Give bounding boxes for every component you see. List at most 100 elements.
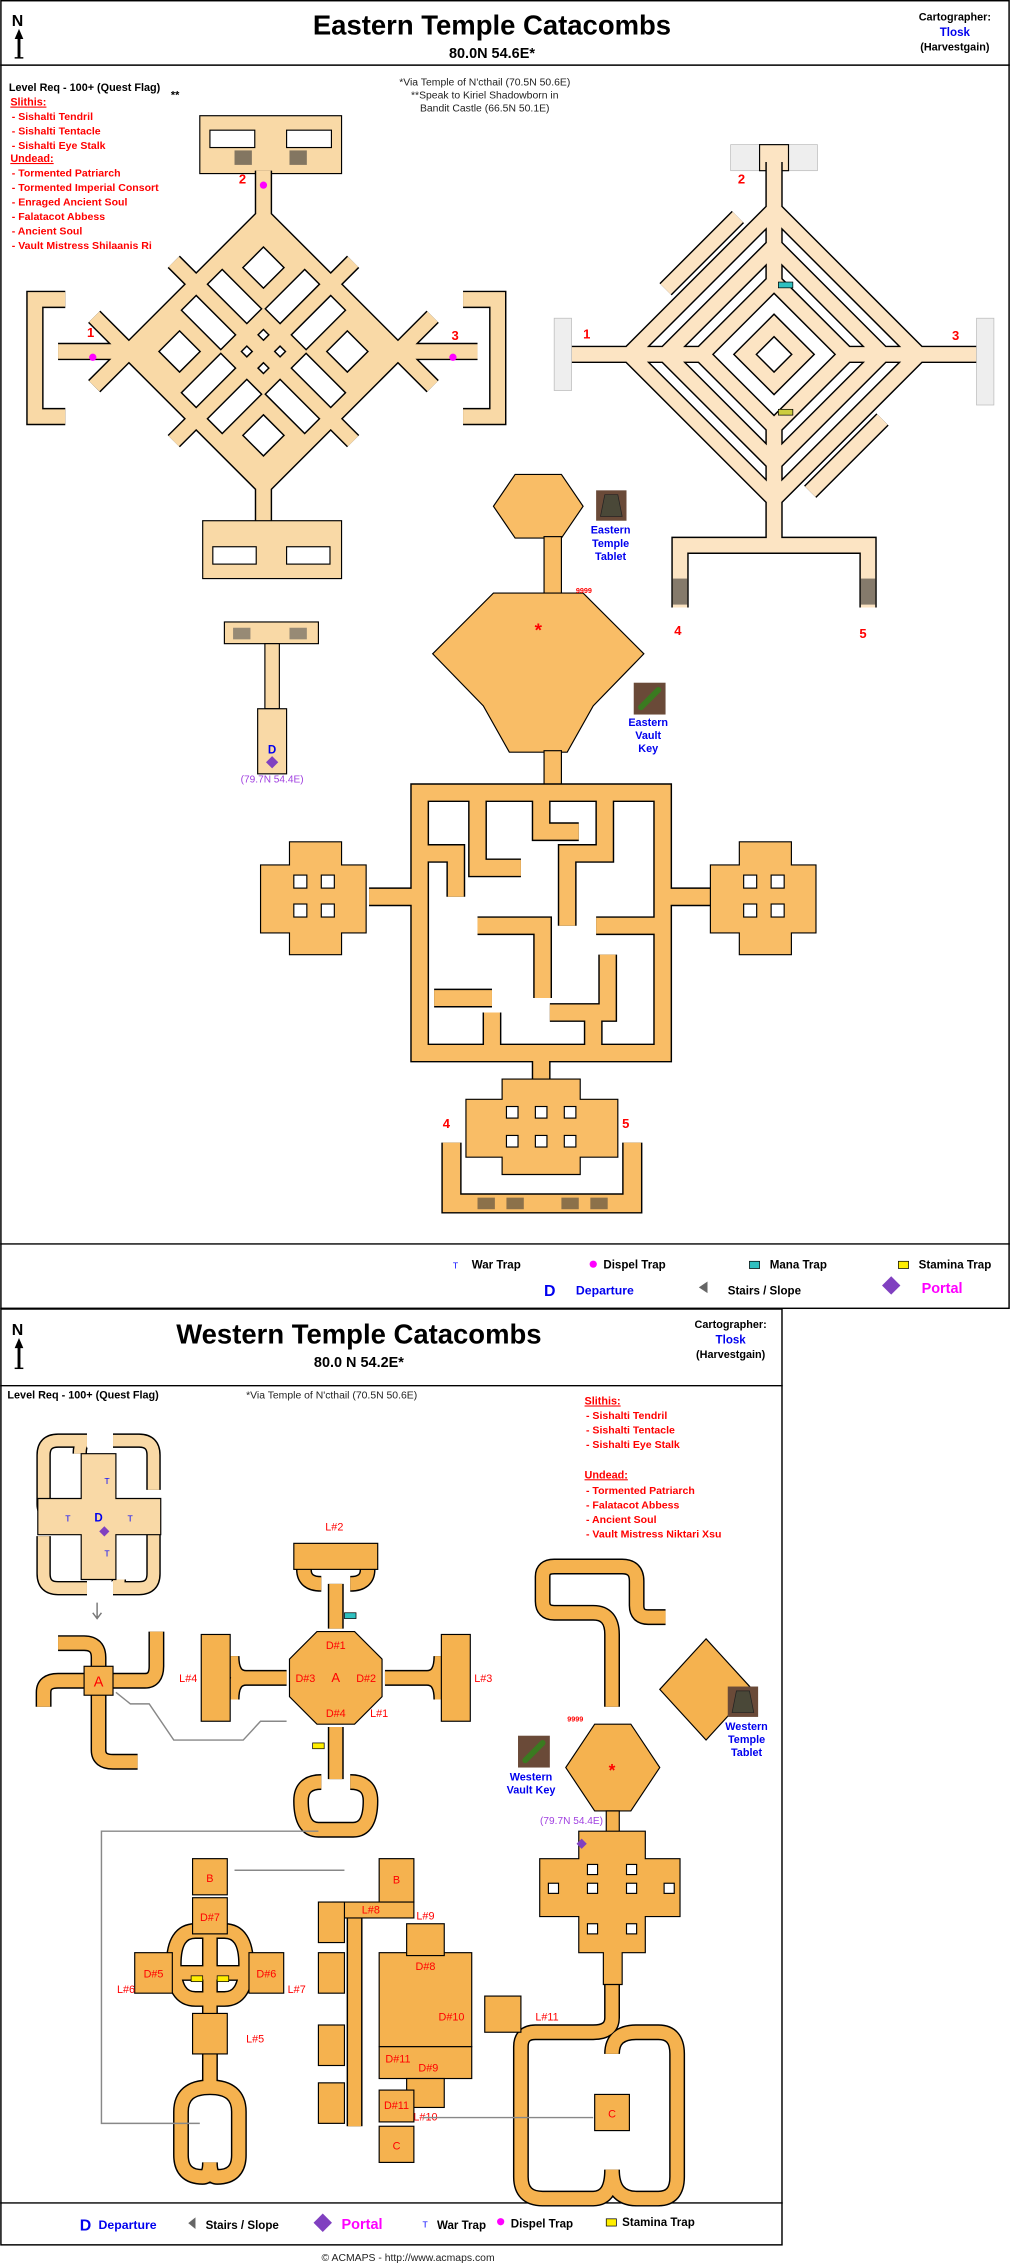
stamina-trap-icon <box>778 408 794 416</box>
key-door-cost: 9999 <box>567 1714 583 1723</box>
key-label: Vault <box>635 730 661 742</box>
room-label: D#9 <box>418 2062 438 2074</box>
connection-arrow <box>92 1602 103 1620</box>
map-number: 1 <box>583 326 590 341</box>
key-item-icon[interactable] <box>518 1735 550 1768</box>
stairs-icon <box>590 1197 608 1210</box>
room-label: D#5 <box>144 1968 164 1980</box>
room-label: D#7 <box>200 1912 220 1924</box>
room-label: D#1 <box>326 1640 346 1652</box>
key-label: Western <box>510 1772 553 1784</box>
cartographer-name[interactable]: Tlosk <box>716 1335 747 1347</box>
monster-item: - Falatacot Abbess <box>586 1500 680 1512</box>
key-label: Key <box>638 743 658 755</box>
monster-item: - Enraged Ancient Soul <box>12 196 128 208</box>
map-number: 3 <box>952 328 959 343</box>
room-label: L#1 <box>370 1708 388 1720</box>
tablet-item-icon[interactable] <box>727 1686 759 1717</box>
western-main-map: A L#2 A D#1 D#2 D#3 D#4 L#1 L#4 L#3 B <box>44 1521 768 2198</box>
western-legend: D Departure Stairs / Slope Portal T War … <box>80 2213 695 2234</box>
room-label: D#11 <box>385 2054 410 2066</box>
dispel-trap-icon <box>89 353 97 361</box>
portal-icon[interactable] <box>576 1838 587 1849</box>
monster-item: - Sishalti Eye Stalk <box>586 1439 680 1451</box>
room-label: D#2 <box>356 1673 376 1685</box>
monster-item: - Sishalti Eye Stalk <box>12 140 106 152</box>
travel-note: *Via Temple of N'cthail (70.5N 50.6E) <box>399 77 570 88</box>
room-label: L#8 <box>362 1905 380 1917</box>
departure-icon: D <box>80 2217 92 2234</box>
tablet-label: Western <box>725 1721 768 1733</box>
tablet-label: Tablet <box>731 1747 762 1759</box>
war-trap-icon: T <box>104 1548 110 1558</box>
departure-coordinates: (79.7N 54.4E) <box>540 1816 603 1827</box>
eastern-legend: T War Trap Dispel Trap Mana Trap Stamina… <box>453 1260 991 1300</box>
eastern-upper-left-map: D (79.7N 54.4E) 1 2 3 <box>35 115 498 786</box>
room-label: D#6 <box>256 1968 276 1980</box>
stairs-icon <box>233 627 251 640</box>
monster-item: - Sishalti Tendril <box>586 1410 667 1422</box>
monster-item: - Vault Mistress Shilaanis Ri <box>12 240 152 252</box>
western-section: N Western Temple Catacombs 80.0 N 54.2E*… <box>0 1308 783 2246</box>
copyright-footer[interactable]: © ACMAPS - http://www.acmaps.com <box>322 2253 495 2264</box>
stairs-icon <box>506 1197 524 1210</box>
legend-mana-trap: Mana Trap <box>770 1260 827 1272</box>
level-requirement: Level Req - 100+ (Quest Flag) <box>7 1390 159 1402</box>
room-label: L#2 <box>325 1521 343 1533</box>
connection-arrow <box>115 1691 287 1741</box>
map-number: 2 <box>239 172 246 187</box>
map-number: 2 <box>738 172 745 187</box>
undead-header: Undead: <box>585 1469 628 1481</box>
map-number: 5 <box>622 1116 629 1131</box>
eastern-section: N Eastern Temple Catacombs 80.0N 54.6E* … <box>0 0 1010 1310</box>
legend-dispel-trap: Dispel Trap <box>603 1260 665 1272</box>
monster-item: - Sishalti Tendril <box>12 111 93 123</box>
room-label: A <box>331 1670 340 1685</box>
stairs-icon <box>234 150 252 165</box>
key-item-icon[interactable] <box>633 682 666 715</box>
room-label: D#8 <box>416 1961 436 1973</box>
travel-note: *Via Temple of N'cthail (70.5N 50.6E) <box>246 1391 417 1402</box>
mana-trap-icon <box>344 1612 357 1619</box>
portal-icon[interactable] <box>265 756 279 769</box>
monster-list: Slithis: - Sishalti Tendril - Sishalti T… <box>585 1395 722 1540</box>
monster-item: - Sishalti Tentacle <box>12 126 101 138</box>
room-label: D#4 <box>326 1708 346 1720</box>
room-label: C <box>608 2109 616 2121</box>
tablet-item-icon[interactable] <box>596 490 627 521</box>
room-label: L#7 <box>288 1984 306 1996</box>
cartographer-name[interactable]: Tlosk <box>940 27 971 39</box>
level-requirement: Level Req - 100+ (Quest Flag) <box>9 82 161 94</box>
room-label: A <box>94 1675 104 1691</box>
key-door-cost: 9999 <box>576 586 592 595</box>
room-label: L#4 <box>179 1673 197 1685</box>
legend-departure: Departure <box>99 2218 157 2232</box>
tablet-label: Eastern <box>591 525 631 537</box>
stairs-icon <box>477 1197 495 1210</box>
page-title: Eastern Temple Catacombs <box>313 10 671 41</box>
star-marker: * <box>609 1760 616 1780</box>
stamina-trap-icon <box>190 1975 204 1982</box>
war-trap-icon: T <box>423 2220 429 2230</box>
tablet-label: Temple <box>592 538 629 550</box>
room-label: L#6 <box>117 1984 135 1996</box>
map-coordinates: 80.0N 54.6E* <box>449 46 535 62</box>
room-label: B <box>393 1874 400 1886</box>
western-departure-area: D T T T T <box>38 1441 162 1620</box>
travel-note: **Speak to Kiriel Shadowborn in <box>411 90 559 101</box>
legend-departure: Departure <box>576 1284 634 1298</box>
dispel-trap-icon <box>449 353 457 361</box>
room-label: L#11 <box>535 2012 558 2024</box>
page-title: Western Temple Catacombs <box>176 1319 541 1350</box>
north-arrow-icon: N <box>12 1322 24 1370</box>
legend-stairs: Stairs / Slope <box>728 1286 802 1298</box>
departure-marker: D <box>268 745 276 757</box>
stamina-trap-icon <box>216 1975 230 1982</box>
stamina-trap-icon <box>312 1742 325 1750</box>
travel-note: Bandit Castle (66.5N 50.1E) <box>420 103 550 114</box>
map-number: 5 <box>859 626 866 641</box>
level-requirement-mark: ** <box>171 89 180 101</box>
war-trap-icon: T <box>453 1261 459 1271</box>
monster-item: - Tormented Imperial Consort <box>12 182 159 194</box>
map-number: 3 <box>451 328 458 343</box>
